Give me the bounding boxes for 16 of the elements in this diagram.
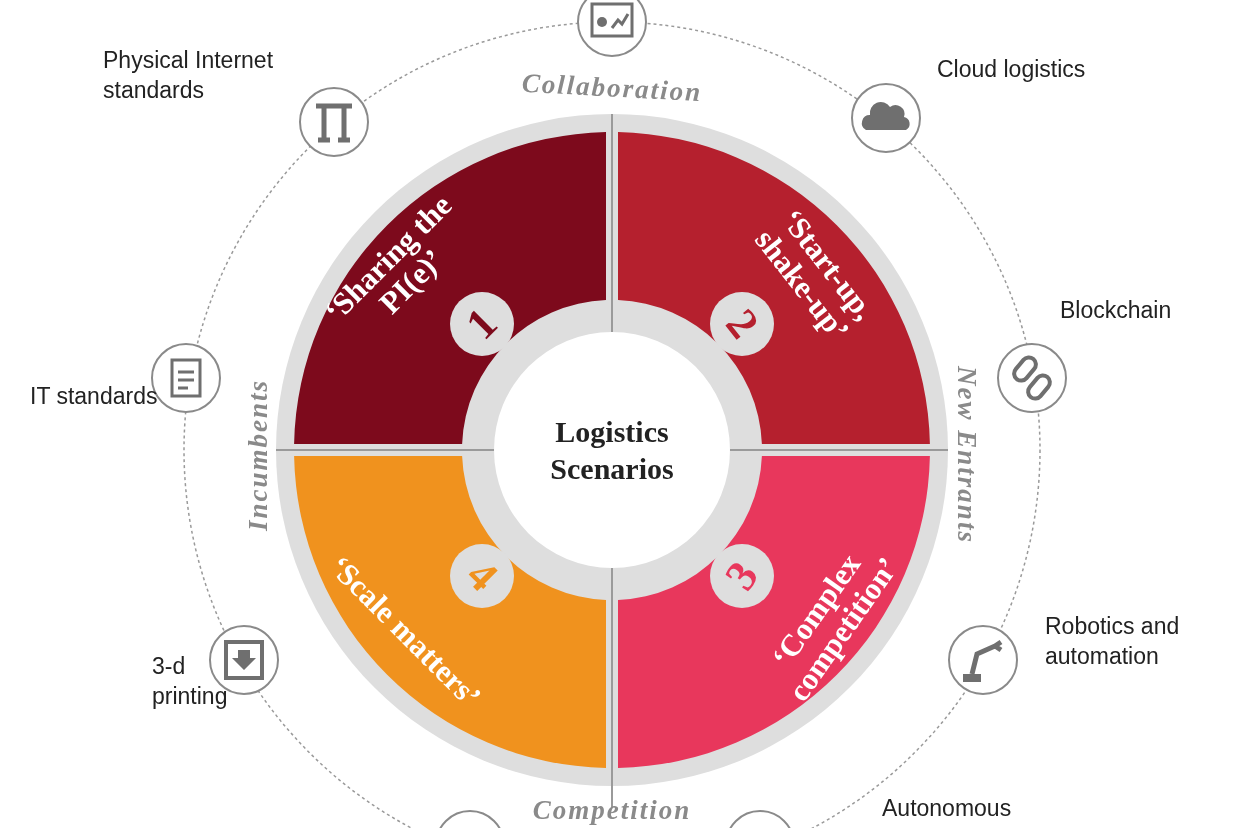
scenario-number: 3 (717, 554, 767, 598)
technology-label: IT standards (30, 382, 159, 411)
axis-label: Collaboration (521, 67, 703, 109)
scenario-number: 2 (717, 301, 767, 347)
technology-label: Cloud logistics (937, 55, 1087, 84)
scenario-number: 4 (458, 552, 506, 600)
scenario-number: 1 (458, 300, 506, 348)
technology-label: Physical Internet standards (103, 46, 275, 105)
axis-label: New Entrants (950, 366, 982, 544)
technology-label: 3-d printing (152, 652, 229, 711)
technology-label: Blockchain (1060, 296, 1173, 325)
axis-label: Incumbents (242, 379, 274, 531)
technology-label: Autonomous (882, 794, 1013, 823)
center-title: Logistics Scenarios (549, 413, 675, 487)
axis-label: Competition (532, 794, 692, 826)
technology-label: Robotics and automation (1045, 612, 1181, 671)
